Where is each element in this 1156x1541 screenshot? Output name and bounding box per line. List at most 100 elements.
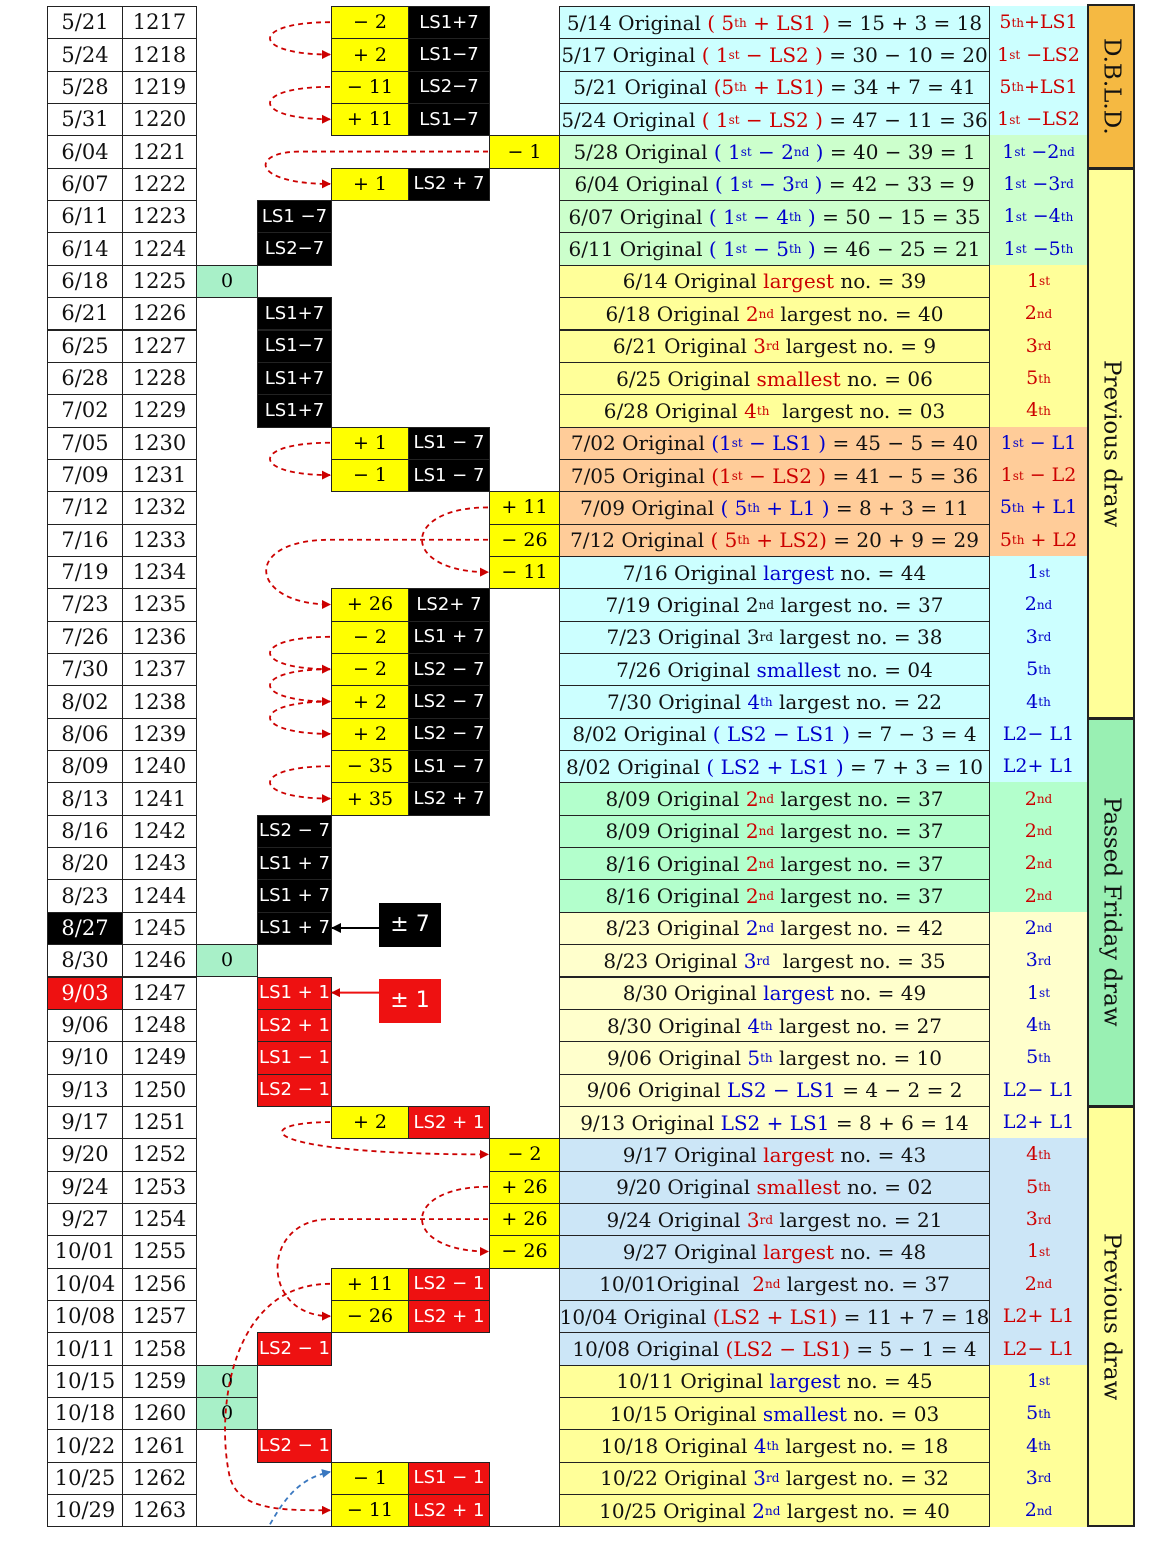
row-divider: [47, 717, 197, 719]
description-part: no. = 45: [840, 1369, 933, 1394]
description-part: no. = 48: [834, 1239, 927, 1264]
category-label-part: rd: [1037, 1471, 1052, 1486]
side-label-0: D.B.L.D.: [1087, 4, 1135, 169]
ls-cell: LS1 + 7: [257, 879, 332, 913]
category-label-part: th: [1011, 500, 1025, 515]
description-part: 9/06 Original: [586, 1078, 727, 1103]
category-label-part: st: [1039, 274, 1051, 289]
offset-cell: − 2: [331, 620, 409, 654]
description-part: th: [756, 403, 770, 418]
date-cell: 9/13: [47, 1073, 123, 1107]
description-part: = 15 + 3 = 18: [830, 10, 983, 35]
description-part: 4: [753, 1434, 767, 1459]
row-divider: [47, 167, 197, 169]
description-part: nd: [758, 856, 775, 871]
description-part: ( 5: [720, 495, 748, 520]
offset-cell: + 26: [489, 1202, 560, 1237]
description-part: = 7 + 3 = 10: [843, 754, 983, 779]
row-divider: [47, 1202, 197, 1204]
category-label-part: nd: [1036, 856, 1053, 871]
description-part: largest: [763, 560, 834, 585]
description-part: ( 1: [701, 43, 729, 68]
description-part: = 40 − 39 = 1: [823, 140, 976, 165]
category-label-part: st: [1039, 1374, 1051, 1389]
side-label-2: Passed Friday draw: [1087, 717, 1135, 1107]
link-arrow: [276, 1218, 488, 1321]
description-part: 8/16 Original: [605, 884, 746, 909]
date-cell: 7/05: [47, 426, 123, 460]
category-label-part: 2: [1024, 1272, 1037, 1295]
description-part: (LS2 + LS1): [712, 1304, 838, 1329]
category-label-part: nd: [1036, 824, 1053, 839]
description-part: = 20 + 9 = 29: [826, 528, 979, 553]
row-divider: [47, 200, 197, 202]
description-part: ( 1: [701, 107, 729, 132]
description-part: 7/12 Original: [570, 528, 711, 553]
category-label-part: th: [1011, 15, 1024, 30]
description-part: + L1 ): [759, 495, 830, 520]
description-part: 3: [743, 948, 757, 973]
description-cell: 6/25 Original smallest no. = 06: [559, 361, 990, 396]
description-part: 10/15 Original: [609, 1401, 763, 1426]
description-cell: 10/11 Original largest no. = 45: [559, 1364, 990, 1399]
category-label-part: nd: [1036, 597, 1053, 612]
description-part: rd: [759, 1212, 774, 1227]
category-label-part: 1: [997, 108, 1010, 131]
description-part: largest: [763, 981, 834, 1006]
date-cell: 5/21: [47, 6, 123, 40]
description-part: ( 1: [714, 172, 742, 197]
description-part: 7/23 Original 3: [606, 625, 760, 650]
description-part: largest no. = 10: [772, 1045, 943, 1070]
mid-vertical-line: [559, 6, 560, 1527]
ls-cell: LS2 − 1: [257, 1073, 332, 1107]
category-label-part: 1: [1026, 981, 1040, 1004]
description-part: st: [728, 48, 740, 63]
category-label: L2+ L1: [990, 750, 1087, 784]
description-part: 6/04 Original: [574, 172, 715, 197]
category-label-part: + L1: [1024, 496, 1078, 519]
ls-cell: LS1+7: [257, 297, 332, 331]
ls-cell: LS1 −7: [257, 200, 332, 234]
offset-cell: + 2: [331, 38, 409, 72]
category-label-part: 5: [999, 75, 1012, 98]
link-arrow: [269, 441, 331, 480]
category-label-part: −2: [1025, 140, 1060, 163]
row-divider: [47, 1300, 197, 1301]
description-part: 8/09 Original: [605, 787, 746, 812]
link-arrow: [269, 668, 331, 707]
offset-cell: − 1: [331, 1461, 409, 1496]
category-label-part: th: [1038, 1439, 1051, 1454]
offset-cell: + 2: [331, 685, 409, 719]
description-part: largest no. = 03: [769, 398, 946, 423]
description-part: 6/07 Original: [568, 204, 709, 229]
row-divider: [47, 523, 197, 525]
row-divider: [47, 782, 197, 784]
category-label-part: L2− L1: [1002, 1078, 1075, 1101]
category-label-part: th: [1038, 1180, 1051, 1195]
side-label-1: Previous draw: [1087, 167, 1135, 719]
description-part: 3: [753, 1466, 767, 1491]
draw-number-cell: 1244: [122, 879, 197, 913]
description-part: 6/21 Original: [612, 334, 754, 359]
date-cell: 7/19: [47, 555, 123, 590]
draw-number-cell: 1260: [122, 1397, 197, 1431]
description-part: − 4: [746, 204, 789, 229]
description-part: no. = 02: [840, 1175, 933, 1200]
link-arrow: [269, 85, 331, 124]
description-part: + LS1 ): [746, 10, 831, 35]
description-part: ): [801, 237, 816, 262]
ls-cell: LS1 − 1: [408, 1461, 490, 1496]
category-label-part: th: [1038, 662, 1051, 677]
description-part: (5: [713, 75, 735, 100]
description-part: ( 5: [707, 10, 735, 35]
